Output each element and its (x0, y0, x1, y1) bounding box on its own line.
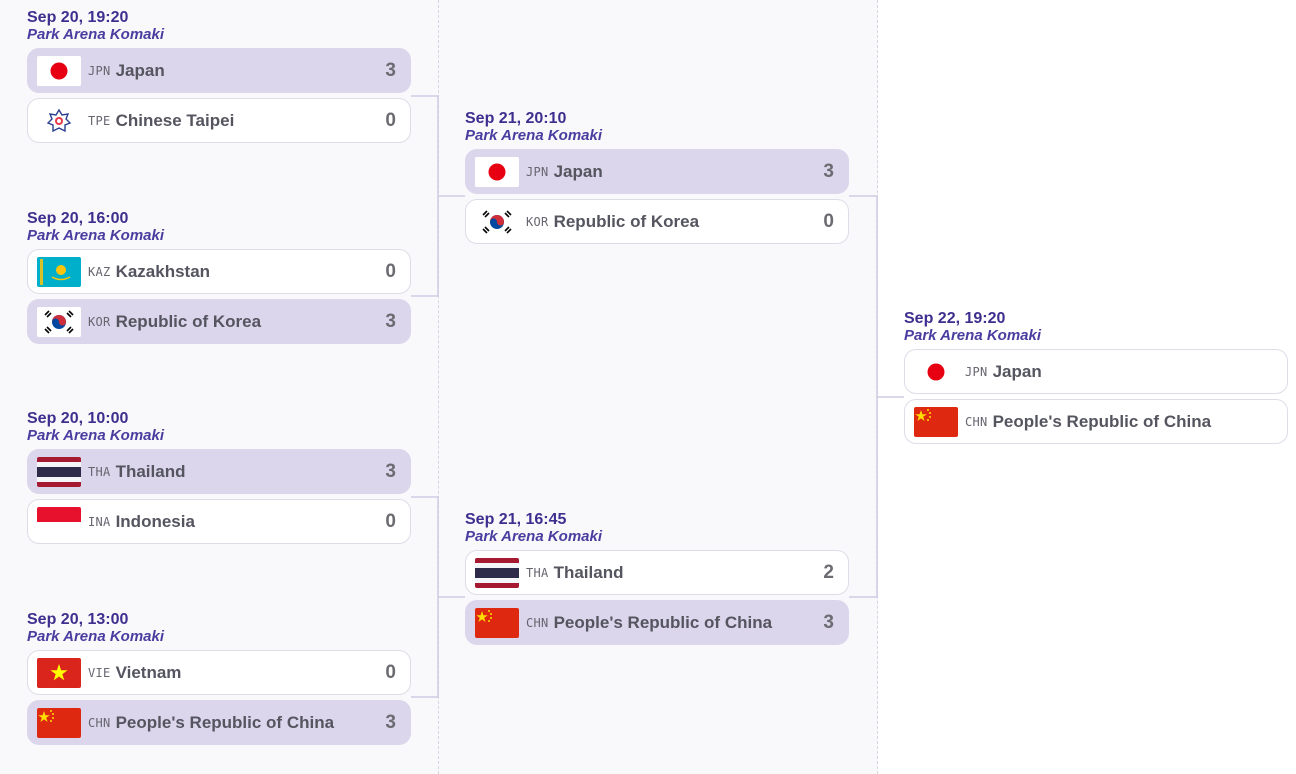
team-name: Japan (115, 60, 165, 80)
team-score: 3 (823, 611, 834, 633)
vietnam-flag-icon (37, 657, 81, 688)
team-name: Japan (992, 361, 1042, 381)
team-score: 2 (823, 561, 834, 583)
match-date: Sep 21, 16:45 (465, 511, 567, 528)
match-r2m1[interactable]: Sep 21, 20:10 Park Arena Komaki JPN Japa… (465, 110, 849, 249)
team-row-china[interactable]: CHN People's Republic of China 3 (465, 600, 849, 645)
match-date: Sep 20, 19:20 (27, 9, 129, 26)
team-score: 3 (385, 59, 396, 81)
china-flag-icon (37, 707, 81, 738)
match-venue: Park Arena Komaki (465, 528, 603, 545)
team-score: 0 (385, 661, 396, 683)
match-date: Sep 20, 16:00 (27, 210, 129, 227)
team-code: CHN (526, 615, 549, 630)
team-score: 3 (385, 460, 396, 482)
team-code: INA (88, 514, 111, 529)
thailand-flag-icon (475, 557, 519, 588)
team-code: KAZ (88, 264, 111, 279)
team-row-japan[interactable]: JPN Japan 3 (465, 149, 849, 194)
team-name: Kazakhstan (115, 261, 211, 281)
team-name: Thailand (553, 562, 624, 582)
team-row-china[interactable]: CHN People's Republic of China 3 (27, 700, 411, 745)
match-date: Sep 22, 19:20 (904, 310, 1006, 327)
team-row-korea[interactable]: KOR Republic of Korea 3 (27, 299, 411, 344)
match-r1m2[interactable]: Sep 20, 16:00 Park Arena Komaki KAZ Kaza… (27, 210, 411, 349)
team-code: JPN (88, 63, 111, 78)
team-row-indonesia[interactable]: INA Indonesia 0 (27, 499, 411, 544)
japan-flag-icon (475, 156, 519, 187)
team-code: TPE (88, 113, 111, 128)
team-code: JPN (965, 364, 988, 379)
team-name: People's Republic of China (992, 411, 1212, 431)
team-name: Thailand (115, 461, 186, 481)
team-name: Republic of Korea (553, 211, 700, 231)
match-venue: Park Arena Komaki (27, 628, 165, 645)
team-name: People's Republic of China (553, 612, 773, 632)
team-row-japan[interactable]: JPN Japan (904, 349, 1288, 394)
china-flag-icon (914, 406, 958, 437)
team-name: Japan (553, 161, 603, 181)
team-code: THA (526, 565, 549, 580)
china-flag-icon (475, 607, 519, 638)
team-code: JPN (526, 164, 549, 179)
match-r1m1[interactable]: Sep 20, 19:20 Park Arena Komaki JPN Japa… (27, 9, 411, 148)
team-row-chinese-taipei[interactable]: TPE Chinese Taipei 0 (27, 98, 411, 143)
match-r1m3[interactable]: Sep 20, 10:00 Park Arena Komaki THA Thai… (27, 410, 411, 549)
team-row-china[interactable]: CHN People's Republic of China (904, 399, 1288, 444)
match-venue: Park Arena Komaki (27, 427, 165, 444)
team-name: Vietnam (115, 662, 182, 682)
team-name: Indonesia (115, 511, 195, 531)
match-date: Sep 20, 10:00 (27, 410, 129, 427)
team-code: CHN (88, 715, 111, 730)
semifinal-column (439, 0, 878, 774)
team-score: 0 (823, 210, 834, 232)
match-venue: Park Arena Komaki (904, 327, 1042, 344)
team-row-kazakhstan[interactable]: KAZ Kazakhstan 0 (27, 249, 411, 294)
team-code: KOR (88, 314, 111, 329)
korea-flag-icon (37, 306, 81, 337)
match-final[interactable]: Sep 22, 19:20 Park Arena Komaki JPN Japa… (904, 310, 1288, 449)
team-score: 0 (385, 510, 396, 532)
team-score: 3 (823, 160, 834, 182)
japan-flag-icon (37, 55, 81, 86)
thailand-flag-icon (37, 456, 81, 487)
japan-flag-icon (914, 356, 958, 387)
team-name: People's Republic of China (115, 712, 335, 732)
match-venue: Park Arena Komaki (27, 227, 165, 244)
team-row-japan[interactable]: JPN Japan 3 (27, 48, 411, 93)
indonesia-flag-icon (37, 506, 81, 537)
team-row-vietnam[interactable]: VIE Vietnam 0 (27, 650, 411, 695)
match-date: Sep 20, 13:00 (27, 611, 129, 628)
team-name: Republic of Korea (115, 311, 262, 331)
team-code: CHN (965, 414, 988, 429)
korea-flag-icon (475, 206, 519, 237)
team-score: 0 (385, 109, 396, 131)
match-date: Sep 21, 20:10 (465, 110, 567, 127)
team-score: 3 (385, 310, 396, 332)
team-code: VIE (88, 665, 111, 680)
kazakhstan-flag-icon (37, 256, 81, 287)
match-venue: Park Arena Komaki (27, 26, 165, 43)
match-venue: Park Arena Komaki (465, 127, 603, 144)
chinese-taipei-flag-icon (37, 105, 81, 136)
team-row-korea[interactable]: KOR Republic of Korea 0 (465, 199, 849, 244)
team-score: 3 (385, 711, 396, 733)
team-code: THA (88, 464, 111, 479)
match-r2m2[interactable]: Sep 21, 16:45 Park Arena Komaki THA Thai… (465, 511, 849, 650)
team-row-thailand[interactable]: THA Thailand 3 (27, 449, 411, 494)
team-score: 0 (385, 260, 396, 282)
team-code: KOR (526, 214, 549, 229)
team-name: Chinese Taipei (115, 110, 235, 130)
match-r1m4[interactable]: Sep 20, 13:00 Park Arena Komaki VIE Viet… (27, 611, 411, 750)
team-row-thailand[interactable]: THA Thailand 2 (465, 550, 849, 595)
